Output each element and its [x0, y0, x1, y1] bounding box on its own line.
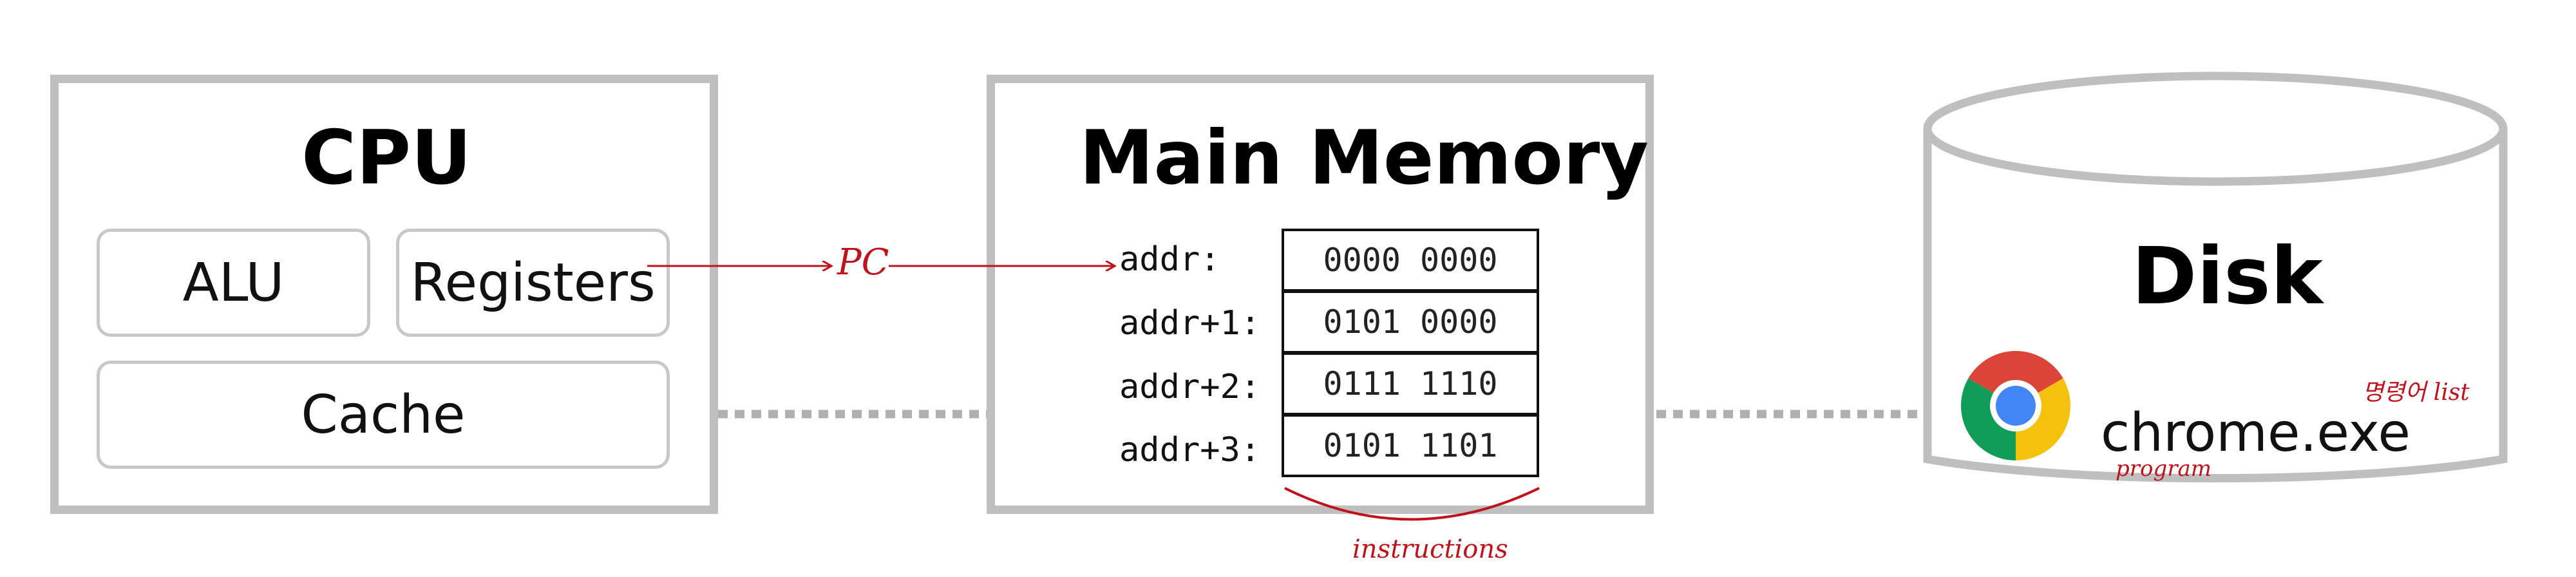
memory-title: Main Memory	[1079, 115, 1649, 202]
alu-box: ALU	[97, 229, 370, 337]
pc-annotation: PC	[837, 241, 889, 283]
cpu-box	[50, 75, 718, 514]
memory-addr-0: addr:	[1119, 240, 1220, 279]
disk-title: Disk	[2132, 231, 2323, 322]
memory-addr-2: addr+2:	[1119, 368, 1261, 406]
cache-box: Cache	[97, 361, 670, 469]
cpu-title: CPU	[301, 115, 472, 202]
memory-cell-0: 0000 0000	[1282, 229, 1539, 292]
instruction-list-annotation: 명령어 list	[2362, 379, 2470, 406]
memory-addr-1: addr+1:	[1119, 304, 1261, 343]
memory-cell-2: 0111 1110	[1282, 352, 1539, 415]
memory-cell-3: 0101 1101	[1282, 414, 1539, 477]
program-annotation: program	[2116, 456, 2212, 482]
instructions-annotation: instructions	[1352, 534, 1508, 564]
registers-box: Registers	[396, 229, 670, 337]
memory-addr-3: addr+3:	[1119, 431, 1261, 469]
program-filename: chrome.exe	[2101, 402, 2410, 464]
chrome-icon	[1961, 351, 2070, 460]
